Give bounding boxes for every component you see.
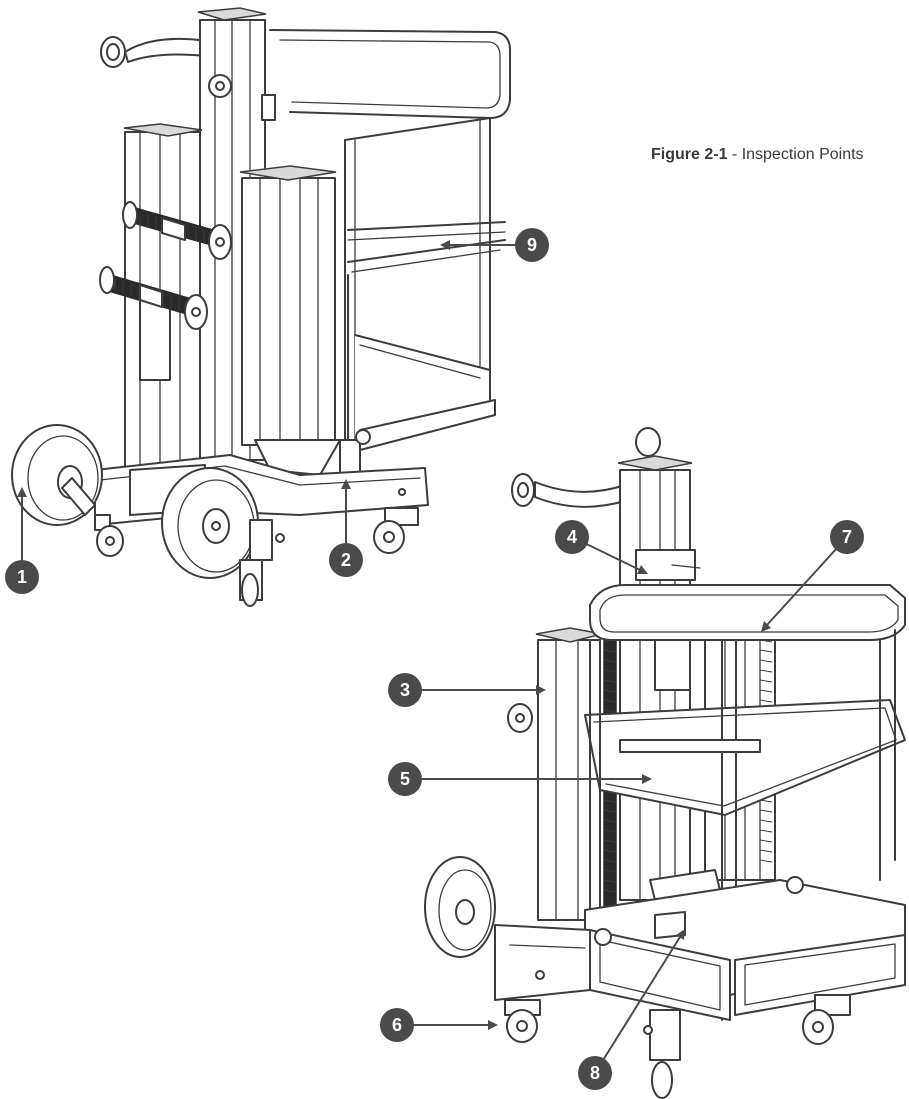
callout-9: 9 [440, 228, 549, 262]
callout-4: 4 [555, 520, 648, 574]
callout-5: 5 [388, 762, 652, 796]
rear-base-platform [584, 876, 906, 1021]
figure-number: Figure 2-1 [651, 146, 728, 163]
callout-3-label: 3 [400, 680, 410, 700]
lift-rear-view [424, 427, 906, 1099]
base-frame [94, 454, 429, 526]
lift-side-view [11, 7, 511, 607]
callout-4-label: 4 [567, 527, 577, 547]
rear-platform-cage [584, 584, 906, 1021]
rear-big-wheel [424, 856, 591, 1001]
caster-center [239, 519, 285, 607]
figure-separator: - [727, 146, 742, 163]
rear-caster-right [802, 994, 851, 1045]
figure-title: Inspection Points [741, 146, 864, 163]
callout-5-label: 5 [400, 769, 410, 789]
front-masts [239, 165, 341, 476]
left-masts [99, 123, 232, 471]
callout-6-label: 6 [392, 1015, 402, 1035]
callout-1: 1 [5, 487, 39, 594]
callout-1-label: 1 [17, 567, 27, 587]
rear-caster-left [504, 999, 541, 1043]
callout-3: 3 [388, 673, 546, 707]
callout-8: 8 [578, 929, 685, 1090]
rear-steering-handle [511, 427, 661, 508]
platform-cage [269, 29, 511, 476]
rear-wheel-left [11, 424, 103, 526]
callout-6: 6 [380, 1008, 498, 1042]
roller-upper [122, 201, 232, 260]
callout-8-label: 8 [590, 1063, 600, 1083]
callout-7: 7 [761, 520, 864, 632]
roller-lower [99, 266, 208, 330]
callout-2: 2 [329, 479, 363, 577]
callout-9-label: 9 [527, 235, 537, 255]
rear-caster-front [643, 1009, 681, 1099]
callout-7-label: 7 [842, 527, 852, 547]
rear-main-mast [617, 455, 701, 901]
caster-right [373, 507, 419, 554]
caster-left [94, 514, 124, 557]
callout-2-label: 2 [341, 550, 351, 570]
figure-caption: Figure 2-1 - Inspection Points [651, 146, 864, 164]
